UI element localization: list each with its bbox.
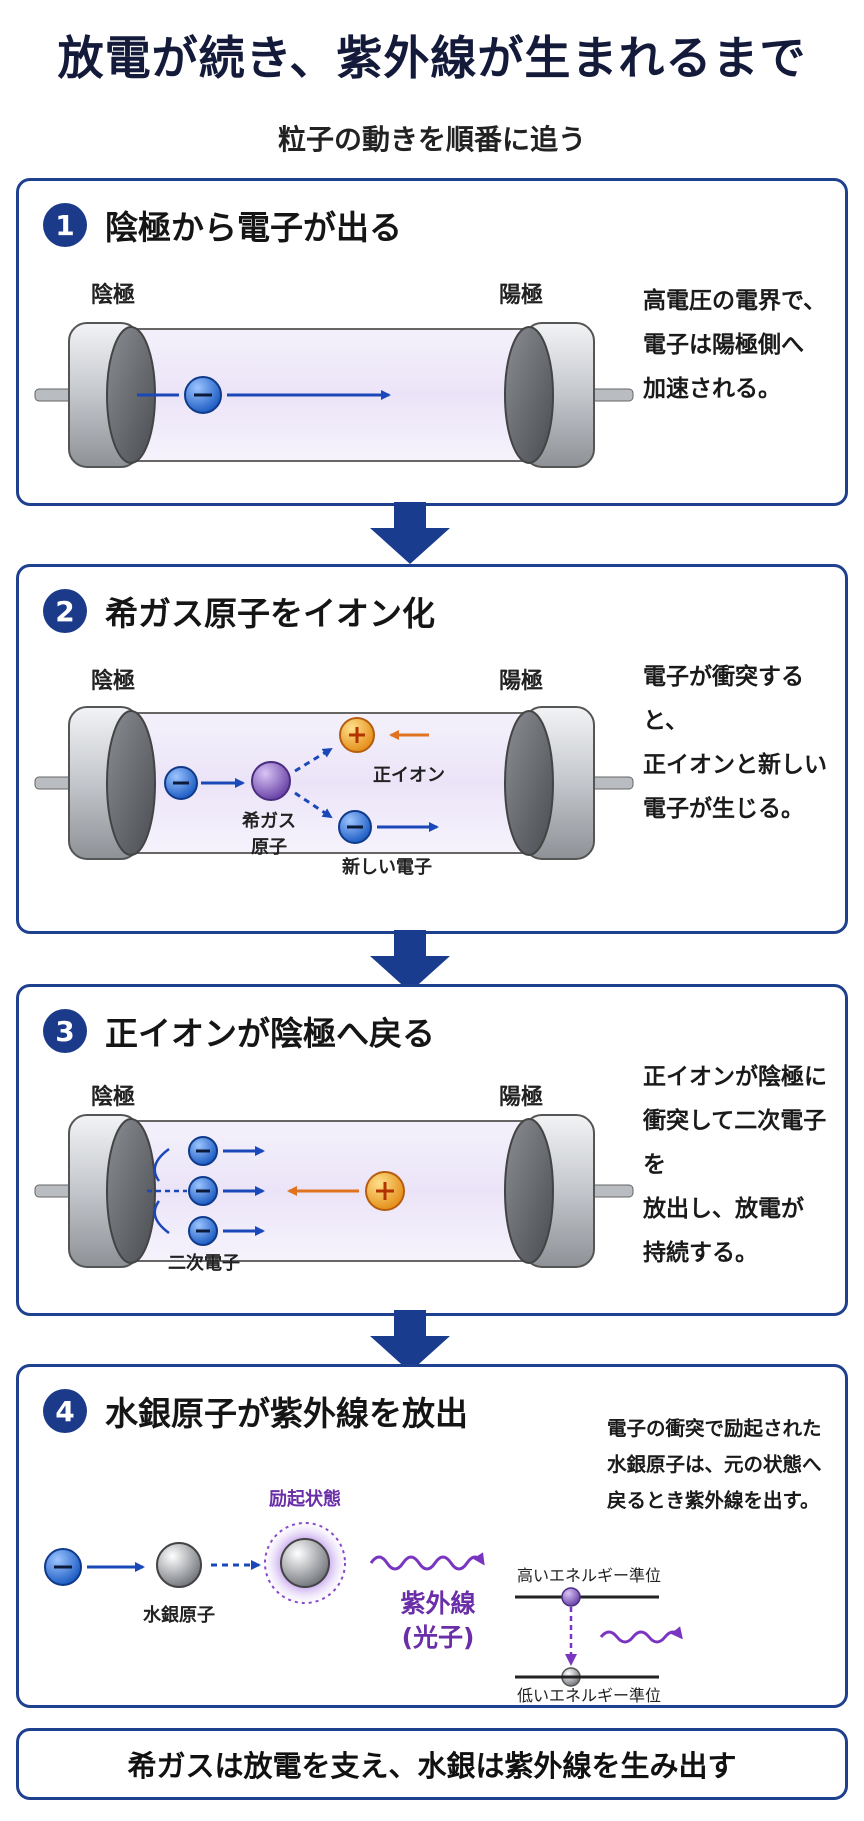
step-4-panel: 4 水銀原子が紫外線を放出 励起状態 水銀原子 紫外線 (光子) 高いエネルギー… — [16, 1364, 848, 1708]
step-2-tube-diagram — [34, 706, 634, 860]
step-1-anode-label: 陽極 — [499, 283, 544, 308]
emission-curve-upper — [153, 1147, 170, 1182]
footer-summary: 希ガスは放電を支え、水銀は紫外線を生み出す — [16, 1728, 848, 1800]
secondary-electron-2 — [188, 1176, 218, 1206]
page-subtitle: 粒子の動きを順番に追う — [277, 123, 586, 156]
down-arrow-2 — [370, 930, 450, 992]
positive-ion — [365, 1171, 405, 1211]
step-1-cathode-label: 陰極 — [91, 283, 136, 308]
down-arrow-1 — [370, 502, 450, 564]
rare-gas-atom — [251, 761, 291, 801]
emission-curve-lower — [153, 1200, 170, 1235]
mercury-atom — [156, 1542, 202, 1588]
electron — [44, 1548, 82, 1586]
high-level-electron — [561, 1587, 581, 1607]
label-rare-gas-atom: 希ガス 原子 — [242, 811, 296, 858]
step-2-header: 2 希ガス原子をイオン化 — [43, 587, 435, 635]
step-1-header: 1 陰極から電子が出る — [43, 201, 402, 249]
label-low-energy-level: 低いエネルギー準位 — [516, 1686, 661, 1705]
step-4-title: 水銀原子が紫外線を放出 — [105, 1394, 468, 1433]
new-electron — [338, 810, 372, 844]
down-arrow-3 — [370, 1310, 450, 1372]
step-4-header: 4 水銀原子が紫外線を放出 — [43, 1387, 468, 1435]
secondary-electron-1 — [188, 1136, 218, 1166]
anode-electrode — [504, 326, 554, 464]
secondary-electron-3 — [188, 1216, 218, 1246]
label-new-electron: 新しい電子 — [342, 857, 432, 878]
step-4-number: 4 — [43, 1389, 87, 1433]
uv-photon-wave — [369, 1552, 485, 1571]
step-2-number: 2 — [43, 589, 87, 633]
discharge-tube — [34, 706, 634, 860]
step-3-tube-diagram — [34, 1114, 634, 1268]
step-3-description: 正イオンが陰極に 衝突して二次電子を 放出し、放電が 持続する。 — [643, 1064, 827, 1266]
label-excited-state: 励起状態 — [269, 1489, 341, 1510]
anode-electrode — [504, 710, 554, 856]
step-3-cathode-label: 陰極 — [91, 1085, 136, 1110]
label-mercury-atom: 水銀原子 — [143, 1605, 215, 1626]
step-1-number: 1 — [43, 203, 87, 247]
label-high-energy-level: 高いエネルギー準位 — [516, 1566, 661, 1585]
step-1-tube-diagram — [34, 322, 634, 468]
electron — [184, 376, 222, 414]
step-2-cathode-label: 陰極 — [91, 669, 136, 694]
page-title: 放電が続き、紫外線が生まれるまで — [57, 31, 807, 85]
step-2-description: 電子が衝突すると、 正イオンと新しい 電子が生じる。 — [643, 664, 827, 822]
anode-electrode — [504, 1118, 554, 1264]
cathode-electrode — [106, 710, 156, 856]
excited-mercury-atom — [280, 1538, 330, 1588]
step-3-header: 3 正イオンが陰極へ戻る — [43, 1007, 435, 1055]
step-1-title: 陰極から電子が出る — [105, 208, 402, 247]
positive-ion — [339, 717, 375, 753]
label-secondary-electrons: 二次電子 — [168, 1253, 240, 1274]
label-positive-ion: 正イオン — [373, 765, 445, 786]
label-uv-photon: 紫外線 (光子) — [400, 1589, 476, 1652]
step-3-number: 3 — [43, 1009, 87, 1053]
step-1-description: 高電圧の電界で、 電子は陽極側へ 加速される。 — [643, 288, 827, 402]
excited-halo — [264, 1522, 346, 1604]
step-2-panel: 2 希ガス原子をイオン化 陰極 陽極 — [16, 564, 848, 934]
step-1-panel: 1 陰極から電子が出る 陰極 陽極 高電圧の電界で、 電子は陽極側へ 加速される… — [16, 178, 848, 506]
step-3-anode-label: 陽極 — [499, 1085, 544, 1110]
uv-emission-wave — [599, 1626, 683, 1644]
cathode-electrode — [106, 1118, 156, 1264]
step-3-title: 正イオンが陰極へ戻る — [105, 1014, 435, 1053]
ionization-arrow-down — [294, 791, 333, 819]
step-4-description: 電子の衝突で励起された 水銀原子は、元の状態へ 戻るとき紫外線を出す。 — [607, 1417, 822, 1512]
step-2-title: 希ガス原子をイオン化 — [105, 594, 435, 633]
step-2-anode-label: 陽極 — [499, 669, 544, 694]
step-3-panel: 3 正イオンが陰極へ戻る 陰極 陽極 — [16, 984, 848, 1316]
ionization-arrow-up — [294, 747, 333, 773]
step-4-diagram — [44, 1519, 683, 1687]
incoming-electron — [164, 766, 198, 800]
